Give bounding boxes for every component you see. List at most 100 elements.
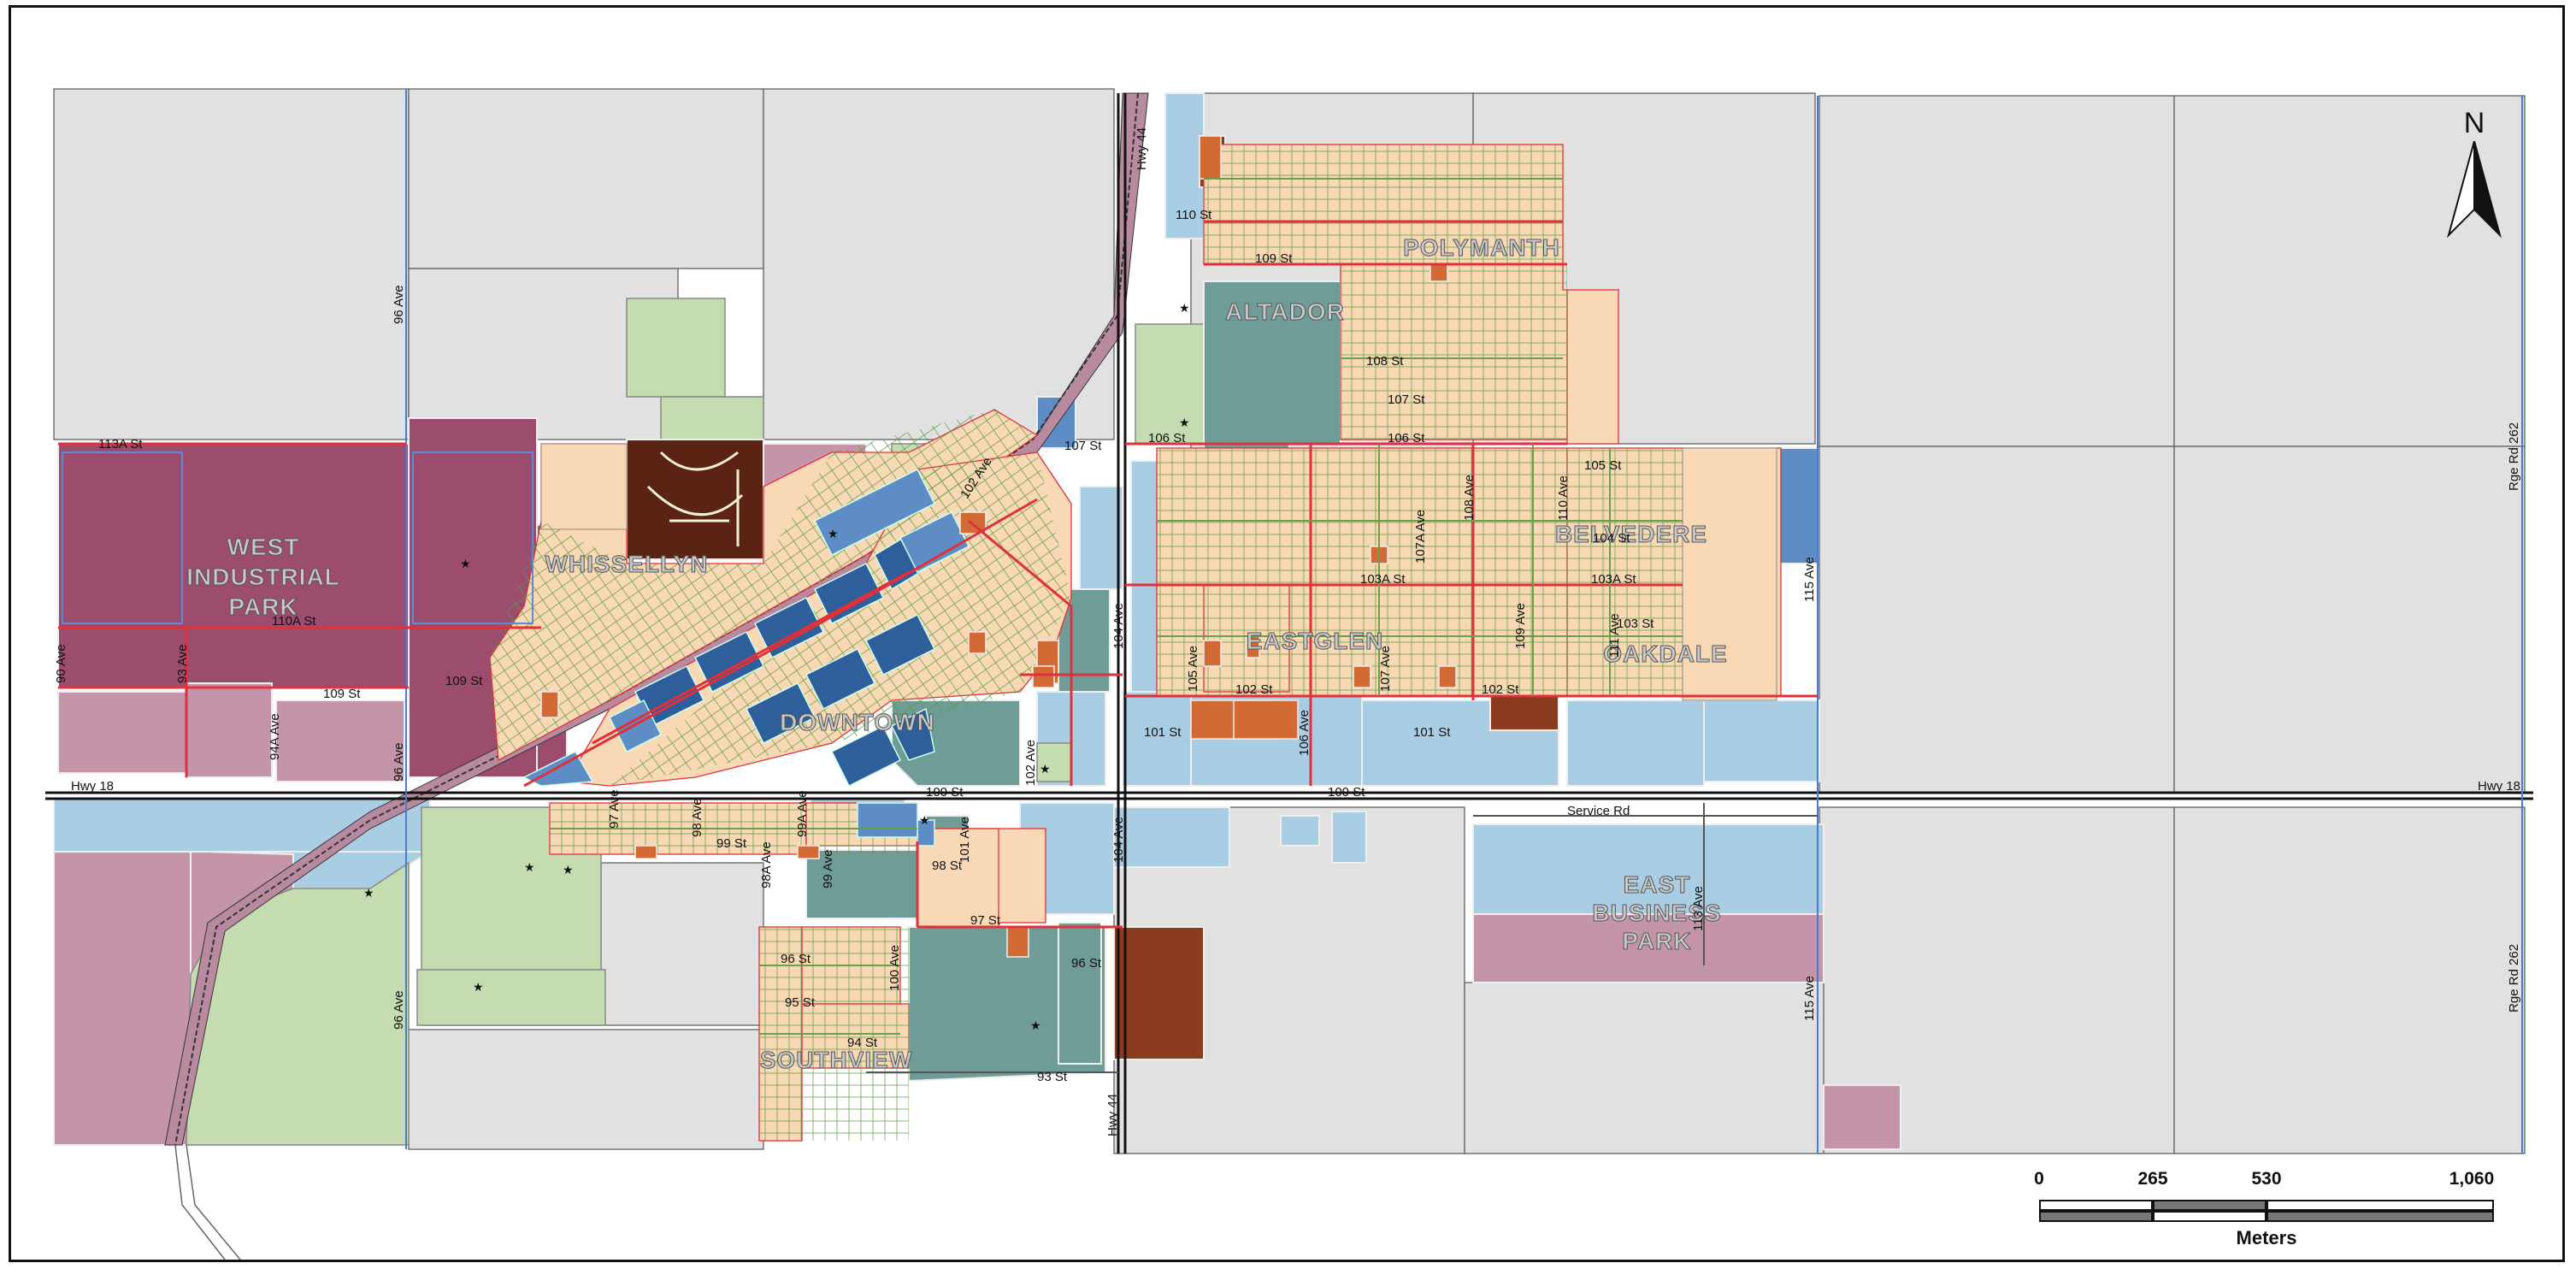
label-96-st-e: 96 St (1071, 956, 1102, 971)
label-113-ave: 113 Ave (1691, 886, 1706, 931)
label-103a-st-e: 103A St (1591, 572, 1636, 587)
label-99a-ave: 99A Ave (795, 790, 810, 837)
label-98-st: 98 St (932, 859, 963, 873)
hood-east-business-park-3: PARK (1622, 928, 1691, 954)
label-101-st: 101 St (1144, 725, 1182, 740)
label-109-st-n: 109 St (1255, 251, 1293, 266)
label-93-ave: 93 Ave (175, 644, 190, 683)
svg-text:★: ★ (473, 980, 484, 994)
label-97-st: 97 St (970, 913, 1001, 928)
label-113a-st: 113A St (98, 437, 143, 452)
road-network (45, 89, 2533, 1154)
label-105-st: 105 St (1584, 458, 1622, 473)
north-arrow: N (2444, 107, 2504, 244)
whissellyn-subdivision (626, 439, 764, 560)
scale-tick-0: 0 (2034, 1169, 2044, 1189)
hood-polymanth: POLYMANTH (1403, 234, 1560, 261)
label-108-ave: 108 Ave (1462, 475, 1477, 521)
label-99-ave: 99 Ave (821, 849, 835, 888)
land-use-map: ★ ★ ★ ★ ★ ★ ★ ★ ★ ★ ★ WEST INDUSTRIAL PA… (45, 88, 2533, 1260)
label-102-ave-s: 102 Ave (1023, 740, 1038, 786)
public-zone (805, 280, 1341, 1083)
label-93-st: 93 St (1037, 1070, 1068, 1084)
label-106-st-e: 106 St (1388, 431, 1425, 446)
poi-markers: ★ ★ ★ ★ ★ ★ ★ ★ ★ ★ ★ (363, 301, 1190, 1032)
label-90-ave: 90 Ave (54, 644, 68, 683)
label-100-st-e: 100 St (1328, 785, 1365, 800)
label-95-st: 95 St (785, 995, 816, 1010)
svg-text:★: ★ (1179, 301, 1190, 315)
label-100-st: 100 St (926, 785, 964, 800)
label-107-st-e: 107 St (1388, 393, 1425, 407)
label-109-ave: 109 Ave (1513, 603, 1528, 649)
residential-east-peach (540, 443, 1777, 701)
hood-east-business-park-2: BUSINESS (1592, 900, 1721, 926)
label-101-ave: 101 Ave (958, 817, 972, 863)
park-zone (186, 298, 1628, 1146)
hood-whissellyn: WHISSELLYN (545, 551, 709, 577)
label-94-st: 94 St (847, 1036, 878, 1050)
label-109-st-w: 109 St (323, 687, 361, 701)
label-110a-st: 110A St (272, 614, 316, 629)
north-letter: N (2463, 107, 2485, 139)
hood-belvedere: BELVEDERE (1555, 521, 1707, 547)
label-108-st: 108 St (1366, 354, 1404, 369)
label-hwy44-north: Hwy 44 (1135, 127, 1149, 170)
label-106-st-n: 106 St (1148, 431, 1186, 446)
svg-text:★: ★ (1040, 762, 1051, 776)
label-115ave-north: 115 Ave (1802, 557, 1817, 602)
svg-text:★: ★ (919, 813, 930, 827)
label-94a-ave: 94A Ave (268, 713, 282, 760)
svg-text:★: ★ (363, 886, 374, 900)
label-97-ave: 97 Ave (607, 789, 622, 829)
label-96ave-south: 96 Ave (392, 990, 406, 1030)
label-109-st-w2: 109 St (445, 674, 483, 688)
label-111-ave: 111 Ave (1607, 613, 1622, 658)
hood-east-business-park-1: EAST (1624, 871, 1691, 898)
label-101-st-e: 101 St (1413, 725, 1451, 740)
hood-west-industrial-park-2: INDUSTRIAL (186, 564, 340, 590)
label-104-ave: 104 Ave (1111, 603, 1126, 649)
hood-southview: SOUTHVIEW (760, 1047, 913, 1073)
neighbourhood-labels: WEST INDUSTRIAL PARK WHISSELLYN DOWNTOWN… (186, 234, 1728, 1074)
label-99-st: 99 St (716, 836, 747, 851)
label-102-st: 102 St (1235, 682, 1273, 697)
hood-downtown: DOWNTOWN (780, 709, 935, 735)
scale-bar-graphic (2039, 1200, 2494, 1225)
multi-family-zone (540, 135, 1457, 958)
svg-text:★: ★ (524, 860, 535, 874)
label-110-ave: 110 Ave (1556, 475, 1571, 521)
label-96ave-mid: 96 Ave (392, 742, 406, 782)
label-107a-ave: 107A Ave (1413, 510, 1428, 564)
commercial-light-zone (522, 468, 970, 847)
svg-text:★: ★ (460, 557, 471, 570)
svg-text:★: ★ (1030, 1018, 1041, 1032)
label-hwy18-east: Hwy 18 (2478, 779, 2520, 794)
label-hwy18-west: Hwy 18 (71, 779, 114, 794)
scale-tick-530: 530 (2251, 1169, 2282, 1189)
road-labels: Hwy 18 Hwy 18 Hwy 44 Hwy 44 96 Ave 96 Av… (54, 127, 2521, 1136)
scale-tick-1060: 1,060 (2449, 1169, 2495, 1189)
label-100-ave: 100 Ave (887, 945, 902, 991)
hood-west-industrial-park-1: WEST (227, 534, 300, 560)
label-104-st: 104 St (1593, 531, 1630, 546)
label-hwy44-south: Hwy 44 (1105, 1094, 1120, 1136)
label-96ave-north: 96 Ave (392, 285, 406, 324)
hood-eastglen: EASTGLEN (1247, 628, 1383, 654)
hood-altador: ALTADOR (1225, 298, 1345, 325)
svg-text:★: ★ (1179, 416, 1190, 429)
scale-bar: 0 265 530 1,060 Meters (2034, 1169, 2497, 1254)
label-106-ave: 106 Ave (1297, 710, 1312, 756)
label-98-ave: 98 Ave (690, 798, 704, 837)
label-107-st-rail: 107 St (1064, 439, 1102, 453)
label-102-st-e: 102 St (1482, 682, 1519, 697)
label-105-ave: 105 Ave (1186, 646, 1200, 692)
label-98a-ave: 98A Ave (759, 841, 774, 888)
label-rge262-south: Rge Rd 262 (2507, 944, 2521, 1012)
scale-units: Meters (2236, 1227, 2297, 1248)
hood-oakdale: OAKDALE (1603, 640, 1727, 667)
map-frame: ★ ★ ★ ★ ★ ★ ★ ★ ★ ★ ★ WEST INDUSTRIAL PA… (9, 5, 2565, 1262)
svg-text:★: ★ (563, 863, 574, 876)
north-arrow-icon (2447, 141, 2502, 239)
label-107-ave: 107 Ave (1378, 646, 1393, 692)
